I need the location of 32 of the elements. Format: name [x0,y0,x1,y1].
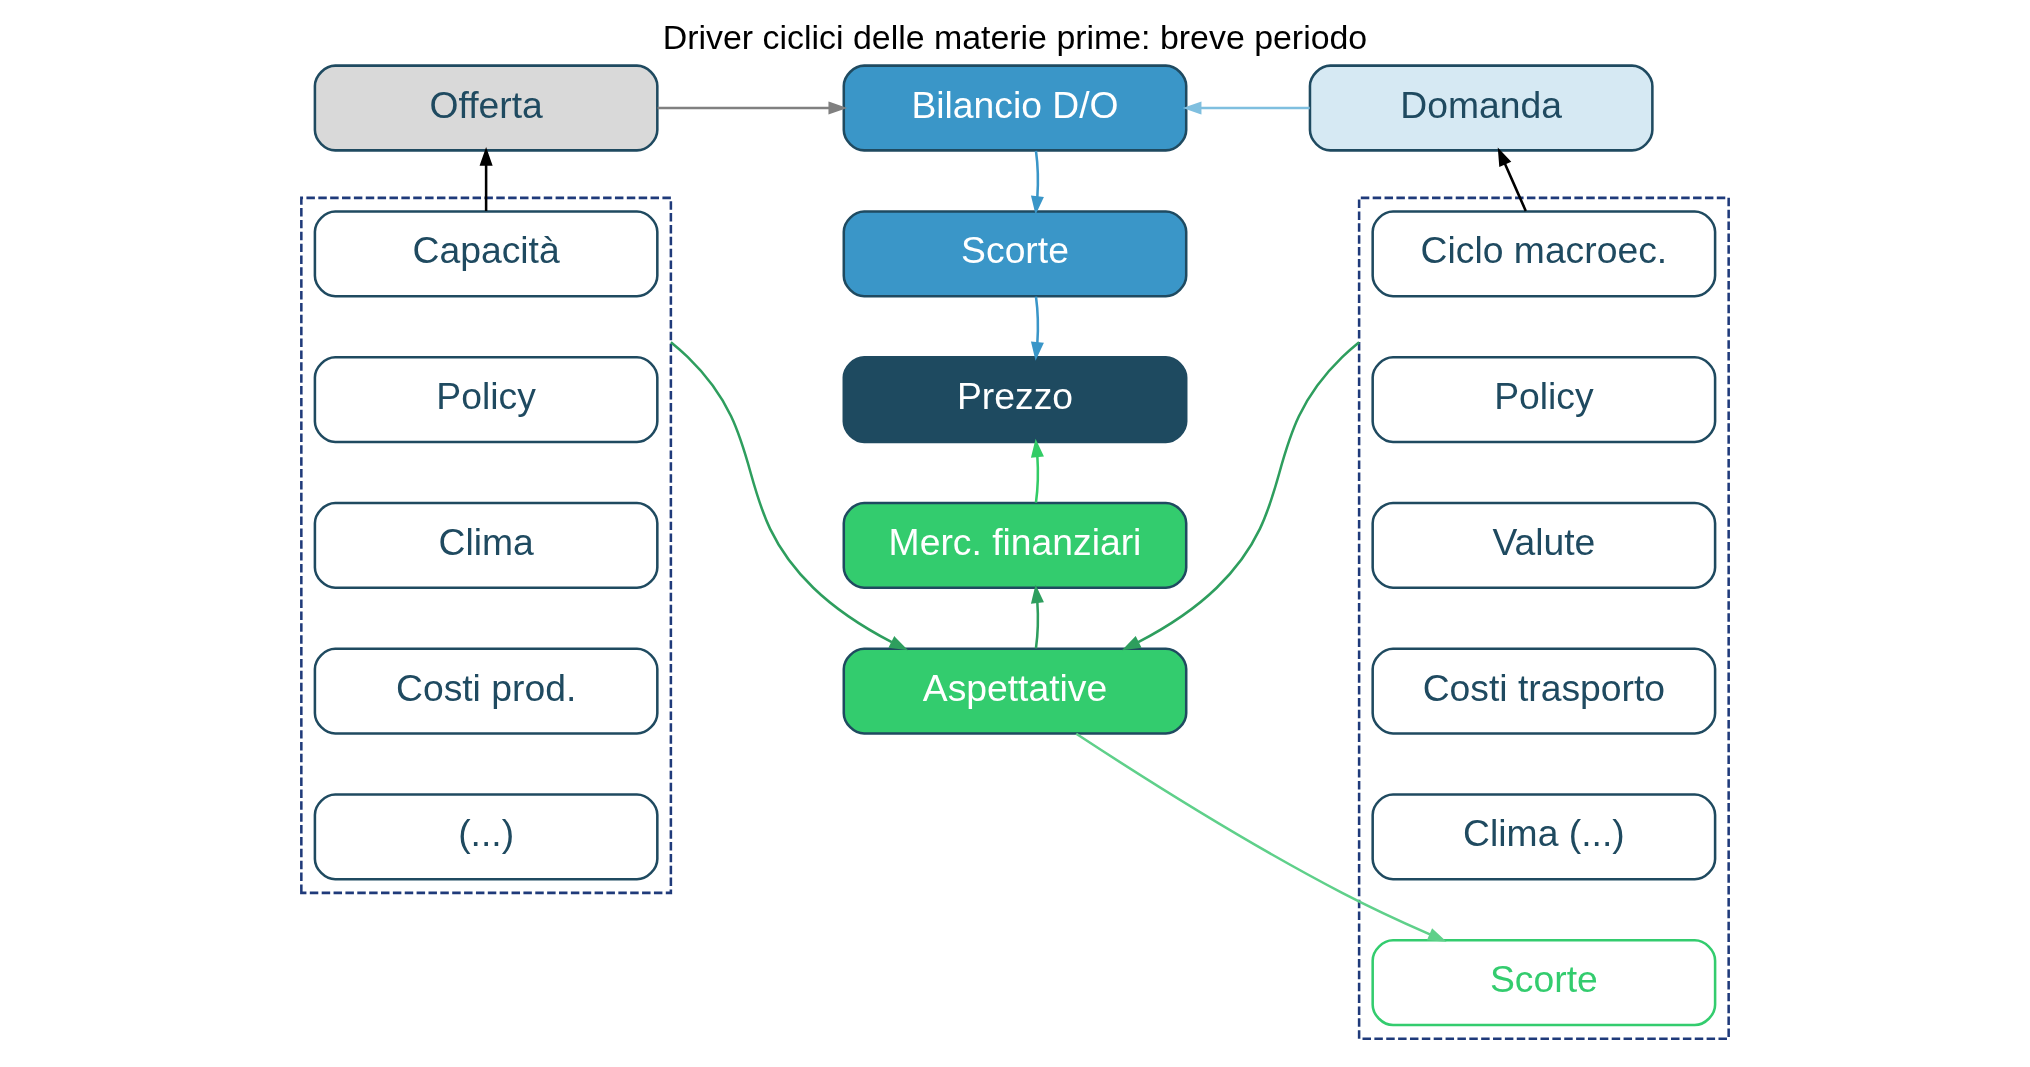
node-box: Scorte [842,210,1188,298]
arrow [1075,732,1447,942]
arrow [1497,147,1527,212]
node-box: Clima (...) [1371,793,1717,881]
node-box: Merc. finanziari [842,501,1188,589]
arrow [1030,438,1044,503]
node-box: Costi trasporto [1371,647,1717,735]
arrow [670,341,909,651]
node-box: Clima [313,501,659,589]
arrow [1030,150,1044,215]
node-box: Policy [1371,355,1717,444]
node-box: Policy [313,355,659,444]
arrow [657,101,848,115]
node-box: Offerta [313,64,659,152]
node-box: (...) [313,793,659,881]
node-box: Ciclo macroec. [1371,210,1717,298]
node-box: Scorte [1371,939,1717,1027]
arrow [1121,341,1360,651]
node-box: Capacità [313,210,659,298]
arrow [1030,584,1044,649]
node-box: Valute [1371,501,1717,589]
cluster [300,196,673,895]
node-box: Costi prod. [313,647,659,735]
node-box: Domanda [1308,64,1654,152]
diagram-title: Driver ciclici delle materie prime: breve periodo [662,17,1368,56]
arrow [1030,296,1044,361]
cluster [1357,196,1730,1040]
node-box: Prezzo [842,355,1188,444]
node-box: Aspettative [842,647,1188,735]
arrow [1182,101,1310,115]
node-box: Bilancio D/O [842,64,1188,152]
arrow [479,147,493,211]
